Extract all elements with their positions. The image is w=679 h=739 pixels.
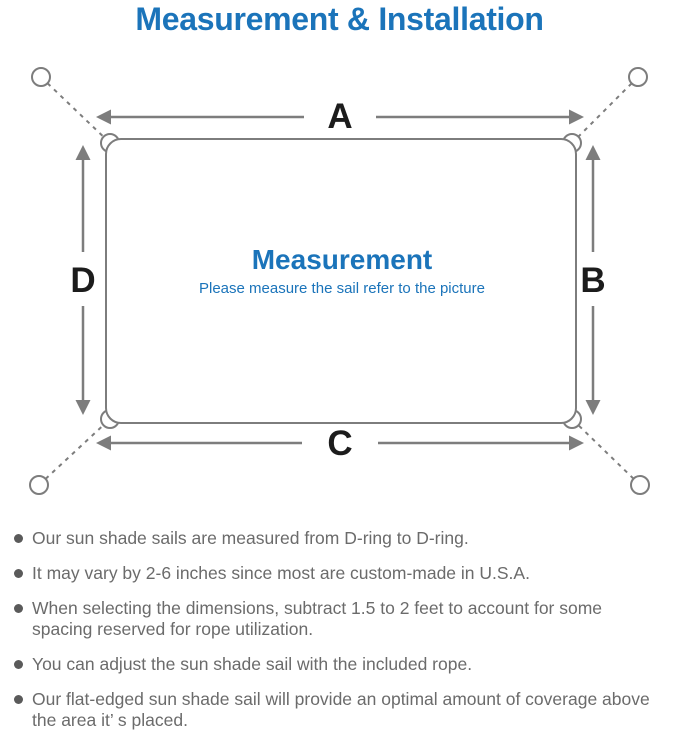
note-text: You can adjust the sun shade sail with t… — [32, 654, 473, 674]
notes-list: Our sun shade sails are measured from D-… — [10, 528, 665, 739]
anchor-point-icon-bottom-left — [29, 475, 49, 495]
bullet-icon — [14, 534, 23, 543]
rope-line-bottom-left — [38, 418, 111, 486]
rope-line-bottom-right — [571, 418, 641, 486]
note-text: It may vary by 2-6 inches since most are… — [32, 563, 530, 583]
anchor-point-icon-bottom-right — [630, 475, 650, 495]
measurement-diagram: A C D B Measurement Please measure the s… — [29, 67, 650, 495]
list-item: When selecting the dimensions, subtract … — [10, 598, 665, 640]
dimension-arrow-d — [75, 145, 91, 415]
dimension-label-d: D — [70, 261, 95, 300]
list-item: Our flat-edged sun shade sail will provi… — [10, 689, 665, 731]
list-item: You can adjust the sun shade sail with t… — [10, 654, 665, 675]
anchor-point-icon-top-right — [628, 67, 648, 87]
bullet-icon — [14, 569, 23, 578]
rope-line-top-right — [571, 76, 639, 144]
bullet-icon — [14, 695, 23, 704]
rope-line-top-left — [40, 76, 111, 144]
list-item: It may vary by 2-6 inches since most are… — [10, 563, 665, 584]
page-title: Measurement & Installation — [135, 1, 544, 37]
sail-outline — [105, 138, 577, 424]
note-text: Our sun shade sails are measured from D-… — [32, 528, 469, 548]
bullet-icon — [14, 604, 23, 613]
dimension-arrow-c — [96, 435, 584, 451]
note-text: Our flat-edged sun shade sail will provi… — [32, 689, 650, 730]
diagram-center-subtitle: Please measure the sail refer to the pic… — [199, 280, 485, 297]
dimension-arrow-a — [96, 109, 584, 125]
dimension-arrow-b — [585, 145, 601, 415]
dimension-label-a: A — [327, 97, 352, 136]
dimension-label-c: C — [327, 424, 352, 463]
anchor-point-icon-top-left — [31, 67, 51, 87]
note-text: When selecting the dimensions, subtract … — [32, 598, 603, 639]
bullet-icon — [14, 660, 23, 669]
list-item: Our sun shade sails are measured from D-… — [10, 528, 665, 549]
dimension-label-b: B — [580, 261, 605, 300]
diagram-center-title: Measurement — [252, 244, 433, 275]
